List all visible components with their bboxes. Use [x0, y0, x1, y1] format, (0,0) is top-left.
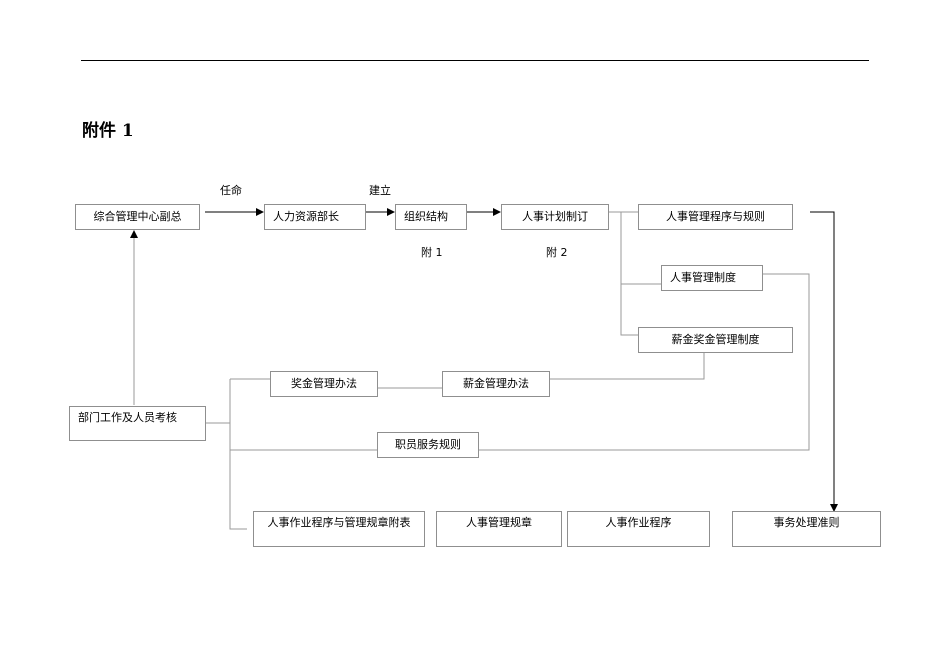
- node-hr-forms-appendix: 人事作业程序与管理规章附表: [253, 511, 425, 547]
- node-hr-procedures-rules: 人事管理程序与规则: [638, 204, 793, 230]
- node-staff-service-rules: 职员服务规则: [377, 432, 479, 458]
- node-bonus-method: 奖金管理办法: [270, 371, 378, 397]
- node-hr-operation-procedures: 人事作业程序: [567, 511, 710, 547]
- node-hr-regulations: 人事管理规章: [436, 511, 562, 547]
- node-hr-manager: 人力资源部长: [264, 204, 366, 230]
- edge-salarysys-to-method: [550, 353, 705, 380]
- node-dept-work-review: 部门工作及人员考核: [69, 406, 206, 441]
- node-hr-plan: 人事计划制订: [501, 204, 609, 230]
- edge-review-trunk: [229, 379, 247, 530]
- node-affairs-guidelines: 事务处理准则: [732, 511, 881, 547]
- node-org-structure: 组织结构: [395, 204, 467, 230]
- edge-procedures-to-affairs: [810, 211, 835, 509]
- page-heading: 附件 1: [82, 121, 134, 141]
- label-appendix-1: 附 1: [421, 246, 443, 259]
- edge-system-to-service-rules: [479, 273, 810, 451]
- node-hr-system: 人事管理制度: [661, 265, 763, 291]
- header-rule: [81, 60, 869, 61]
- label-appendix-2: 附 2: [546, 246, 568, 259]
- label-appoint: 任命: [220, 184, 242, 197]
- node-deputy-gm: 综合管理中心副总: [75, 204, 200, 230]
- node-salary-bonus-system: 薪金奖金管理制度: [638, 327, 793, 353]
- node-salary-method: 薪金管理办法: [442, 371, 550, 397]
- label-establish: 建立: [369, 184, 391, 197]
- edge-plan-branch: [620, 212, 638, 336]
